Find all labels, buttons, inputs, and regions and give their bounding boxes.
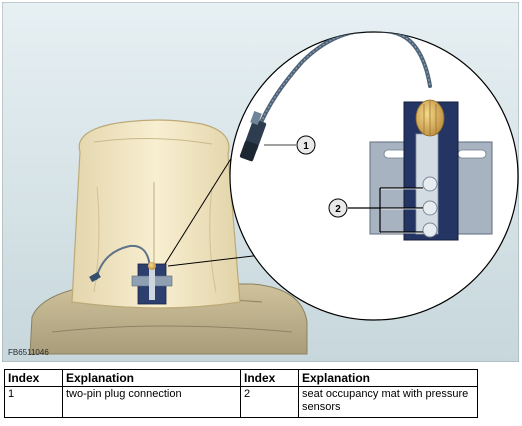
legend-header-index-b: Index [240,369,299,387]
legend-explanation-cell: seat occupancy mat with pressure sensors [298,386,478,418]
table-row: 1 two-pin plug connection 2 seat occupan… [4,386,478,418]
callout-1-marker [296,135,316,155]
legend-explanation-cell: two-pin plug connection [62,386,241,418]
legend-header-explanation-a: Explanation [62,369,241,387]
legend-header-explanation-b: Explanation [298,369,478,387]
legend-index-cell: 1 [4,386,63,418]
callout-1-number: 1 [303,141,309,152]
legend-index-cell: 2 [240,386,299,418]
seat-diagram-figure: 1 2 FB6511046 [2,2,519,362]
legend-header-row: Index Explanation Index Explanation [4,369,478,387]
callout-2-marker [328,198,348,218]
figure-code: FB6511046 [8,348,49,357]
legend-table: Index Explanation Index Explanation 1 tw… [4,369,478,418]
legend-header-index-a: Index [4,369,63,387]
callout-2-number: 2 [335,204,341,215]
